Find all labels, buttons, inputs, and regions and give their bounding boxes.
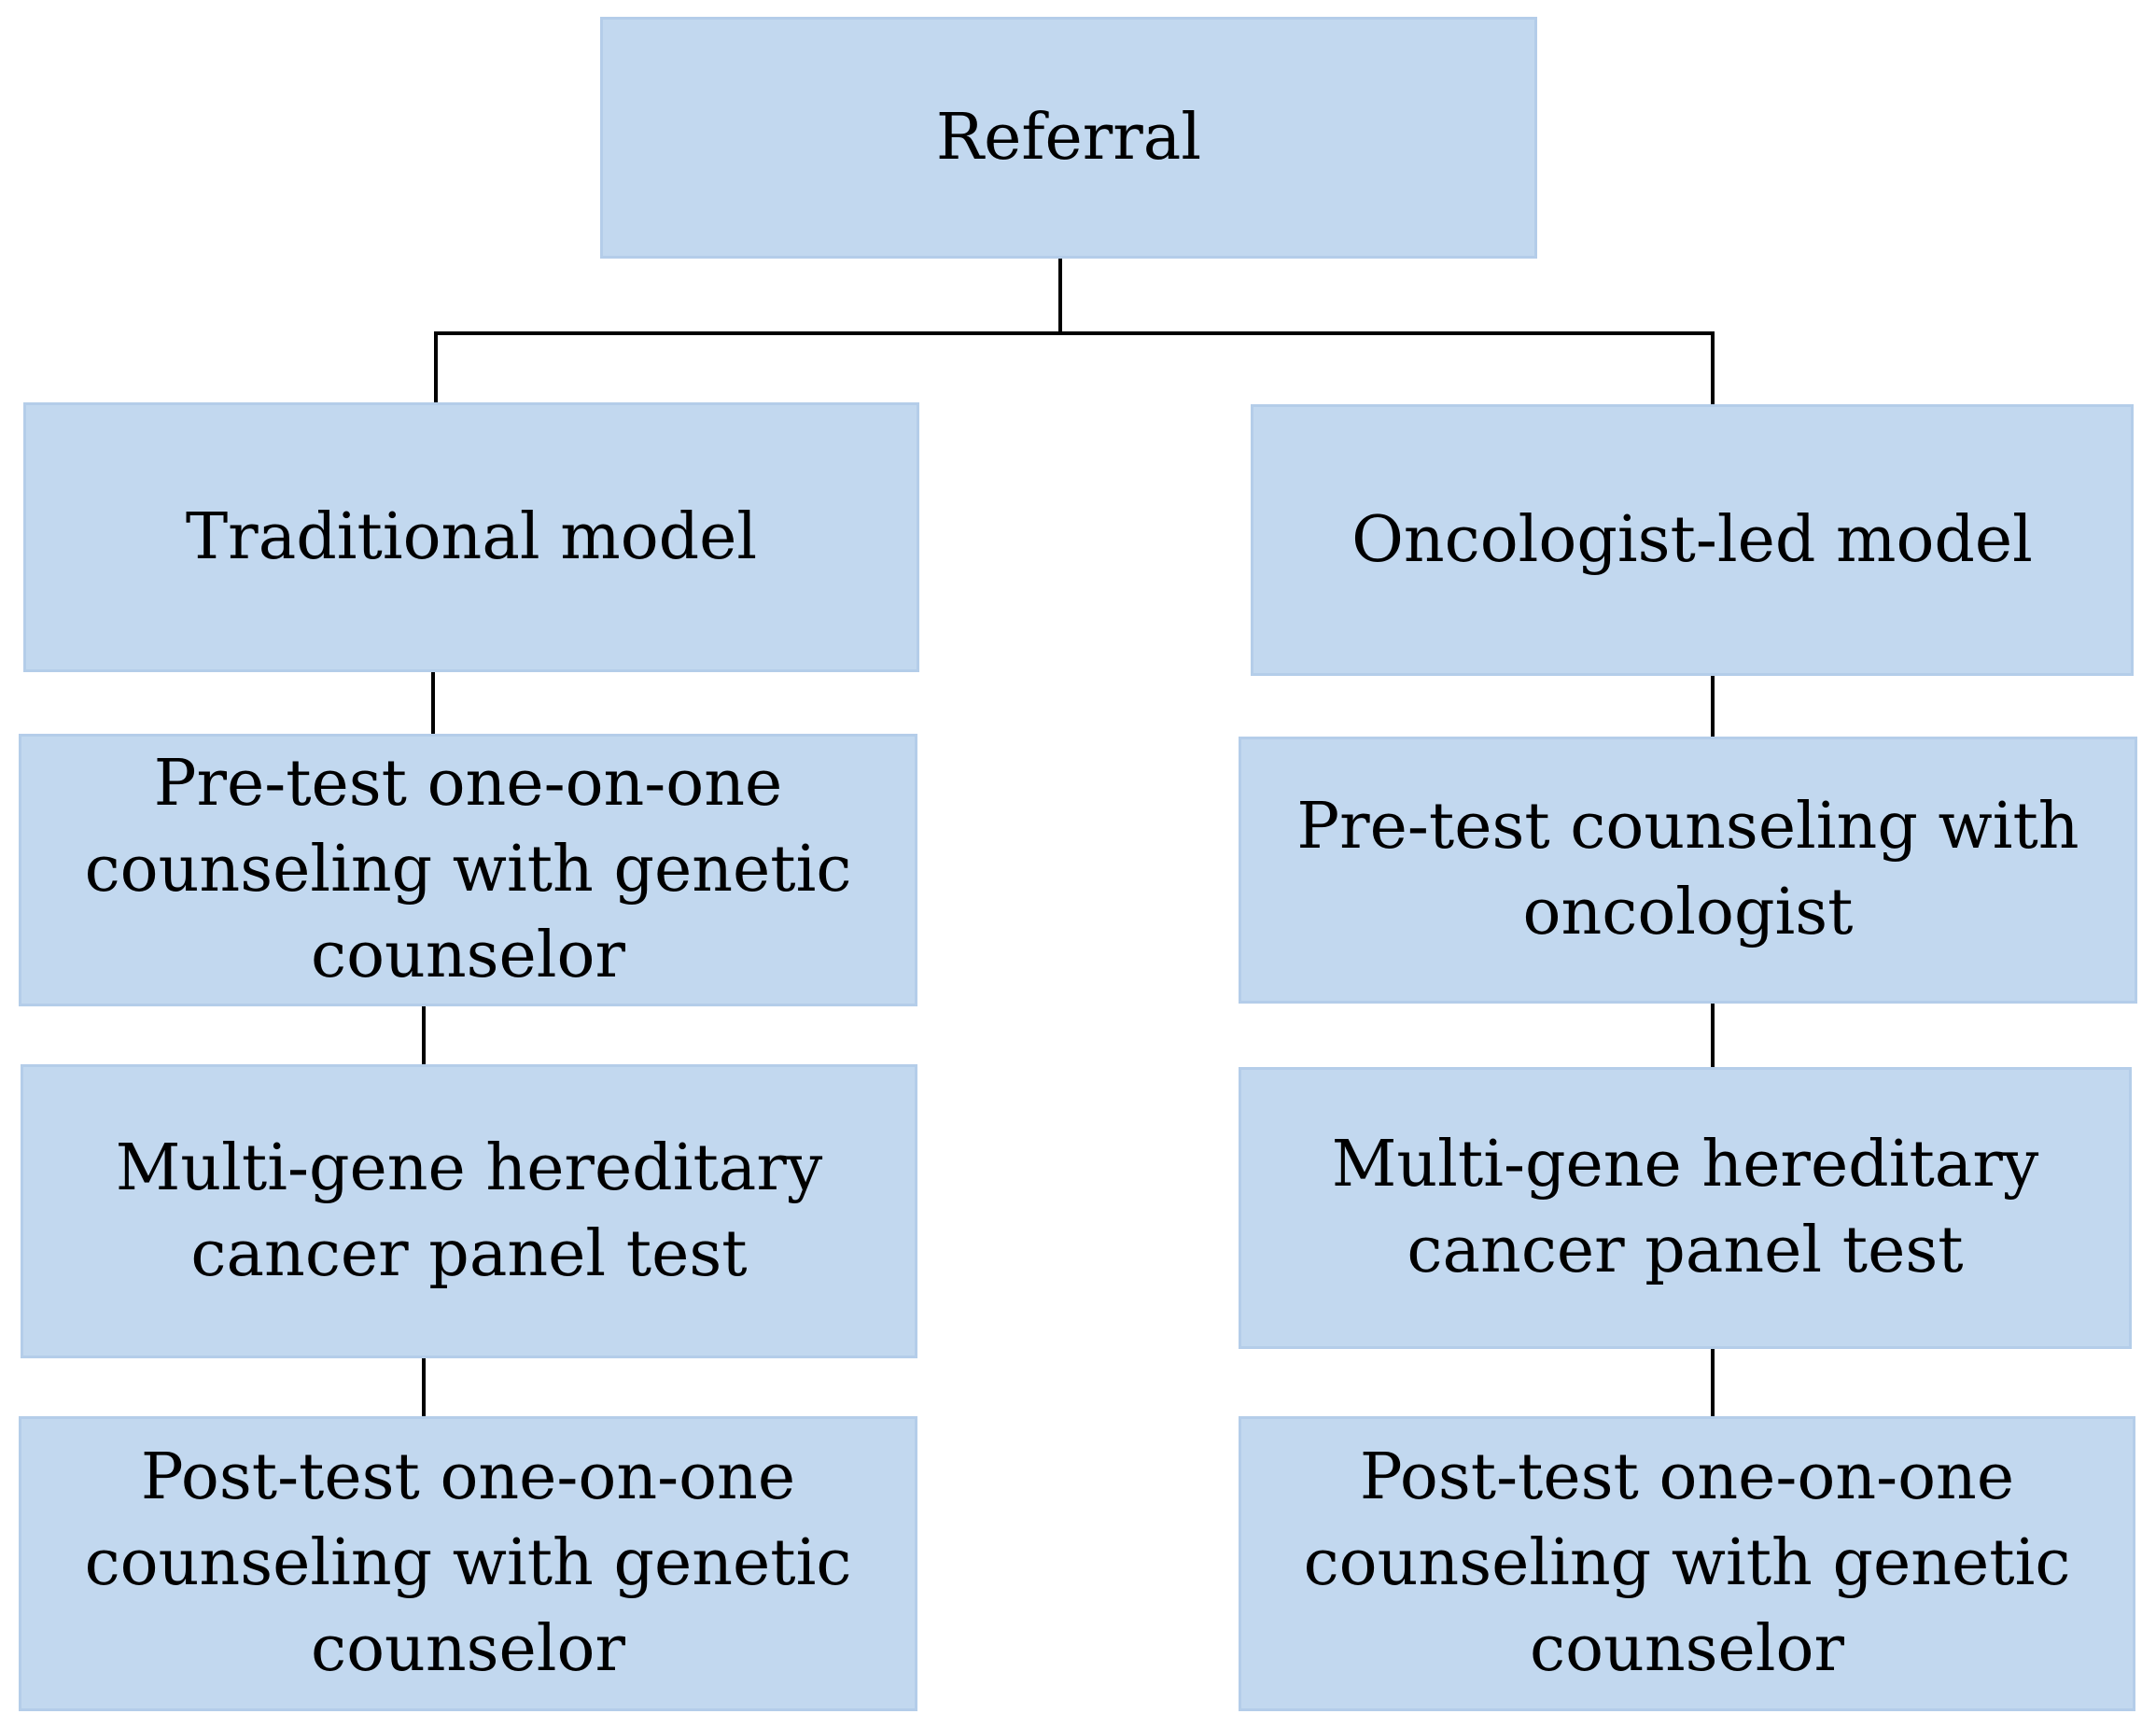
traditional-model-label: Traditional model xyxy=(185,499,758,574)
traditional-posttest-label: Post-test one-on-one counseling with gen… xyxy=(84,1440,852,1686)
oncologist-panel-test-label: Multi-gene hereditary cancer panel test xyxy=(1331,1128,2039,1287)
referral-node: Referral xyxy=(600,17,1537,259)
oncologist-panel-test-node: Multi-gene hereditary cancer panel test xyxy=(1239,1067,2132,1349)
connector-traditional-step-2 xyxy=(422,1006,426,1064)
traditional-posttest-node: Post-test one-on-one counseling with gen… xyxy=(19,1416,917,1711)
traditional-panel-test-label: Multi-gene hereditary cancer panel test xyxy=(115,1131,823,1291)
traditional-pretest-label: Pre-test one-on-one counseling with gene… xyxy=(84,747,852,992)
connector-to-oncologist-model xyxy=(1711,331,1715,404)
referral-label: Referral xyxy=(935,100,1202,175)
oncologist-pretest-label: Pre-test counseling with oncologist xyxy=(1296,790,2079,949)
connector-to-traditional-model xyxy=(434,331,438,402)
oncologist-posttest-label: Post-test one-on-one counseling with gen… xyxy=(1303,1440,2071,1686)
connector-branch-horizontal xyxy=(434,331,1715,335)
oncologist-model-label: Oncologist-led model xyxy=(1351,502,2033,577)
traditional-pretest-node: Pre-test one-on-one counseling with gene… xyxy=(19,734,917,1006)
connector-oncologist-step-2 xyxy=(1711,1004,1715,1067)
traditional-model-node: Traditional model xyxy=(23,402,919,672)
connector-oncologist-step-3 xyxy=(1711,1349,1715,1416)
connector-referral-down xyxy=(1058,259,1062,333)
connector-traditional-step-3 xyxy=(422,1358,426,1416)
oncologist-posttest-node: Post-test one-on-one counseling with gen… xyxy=(1239,1416,2135,1711)
oncologist-pretest-node: Pre-test counseling with oncologist xyxy=(1239,737,2137,1004)
connector-oncologist-step-1 xyxy=(1711,676,1715,737)
traditional-panel-test-node: Multi-gene hereditary cancer panel test xyxy=(21,1064,917,1358)
connector-traditional-step-1 xyxy=(431,672,435,734)
oncologist-model-node: Oncologist-led model xyxy=(1251,404,2134,676)
